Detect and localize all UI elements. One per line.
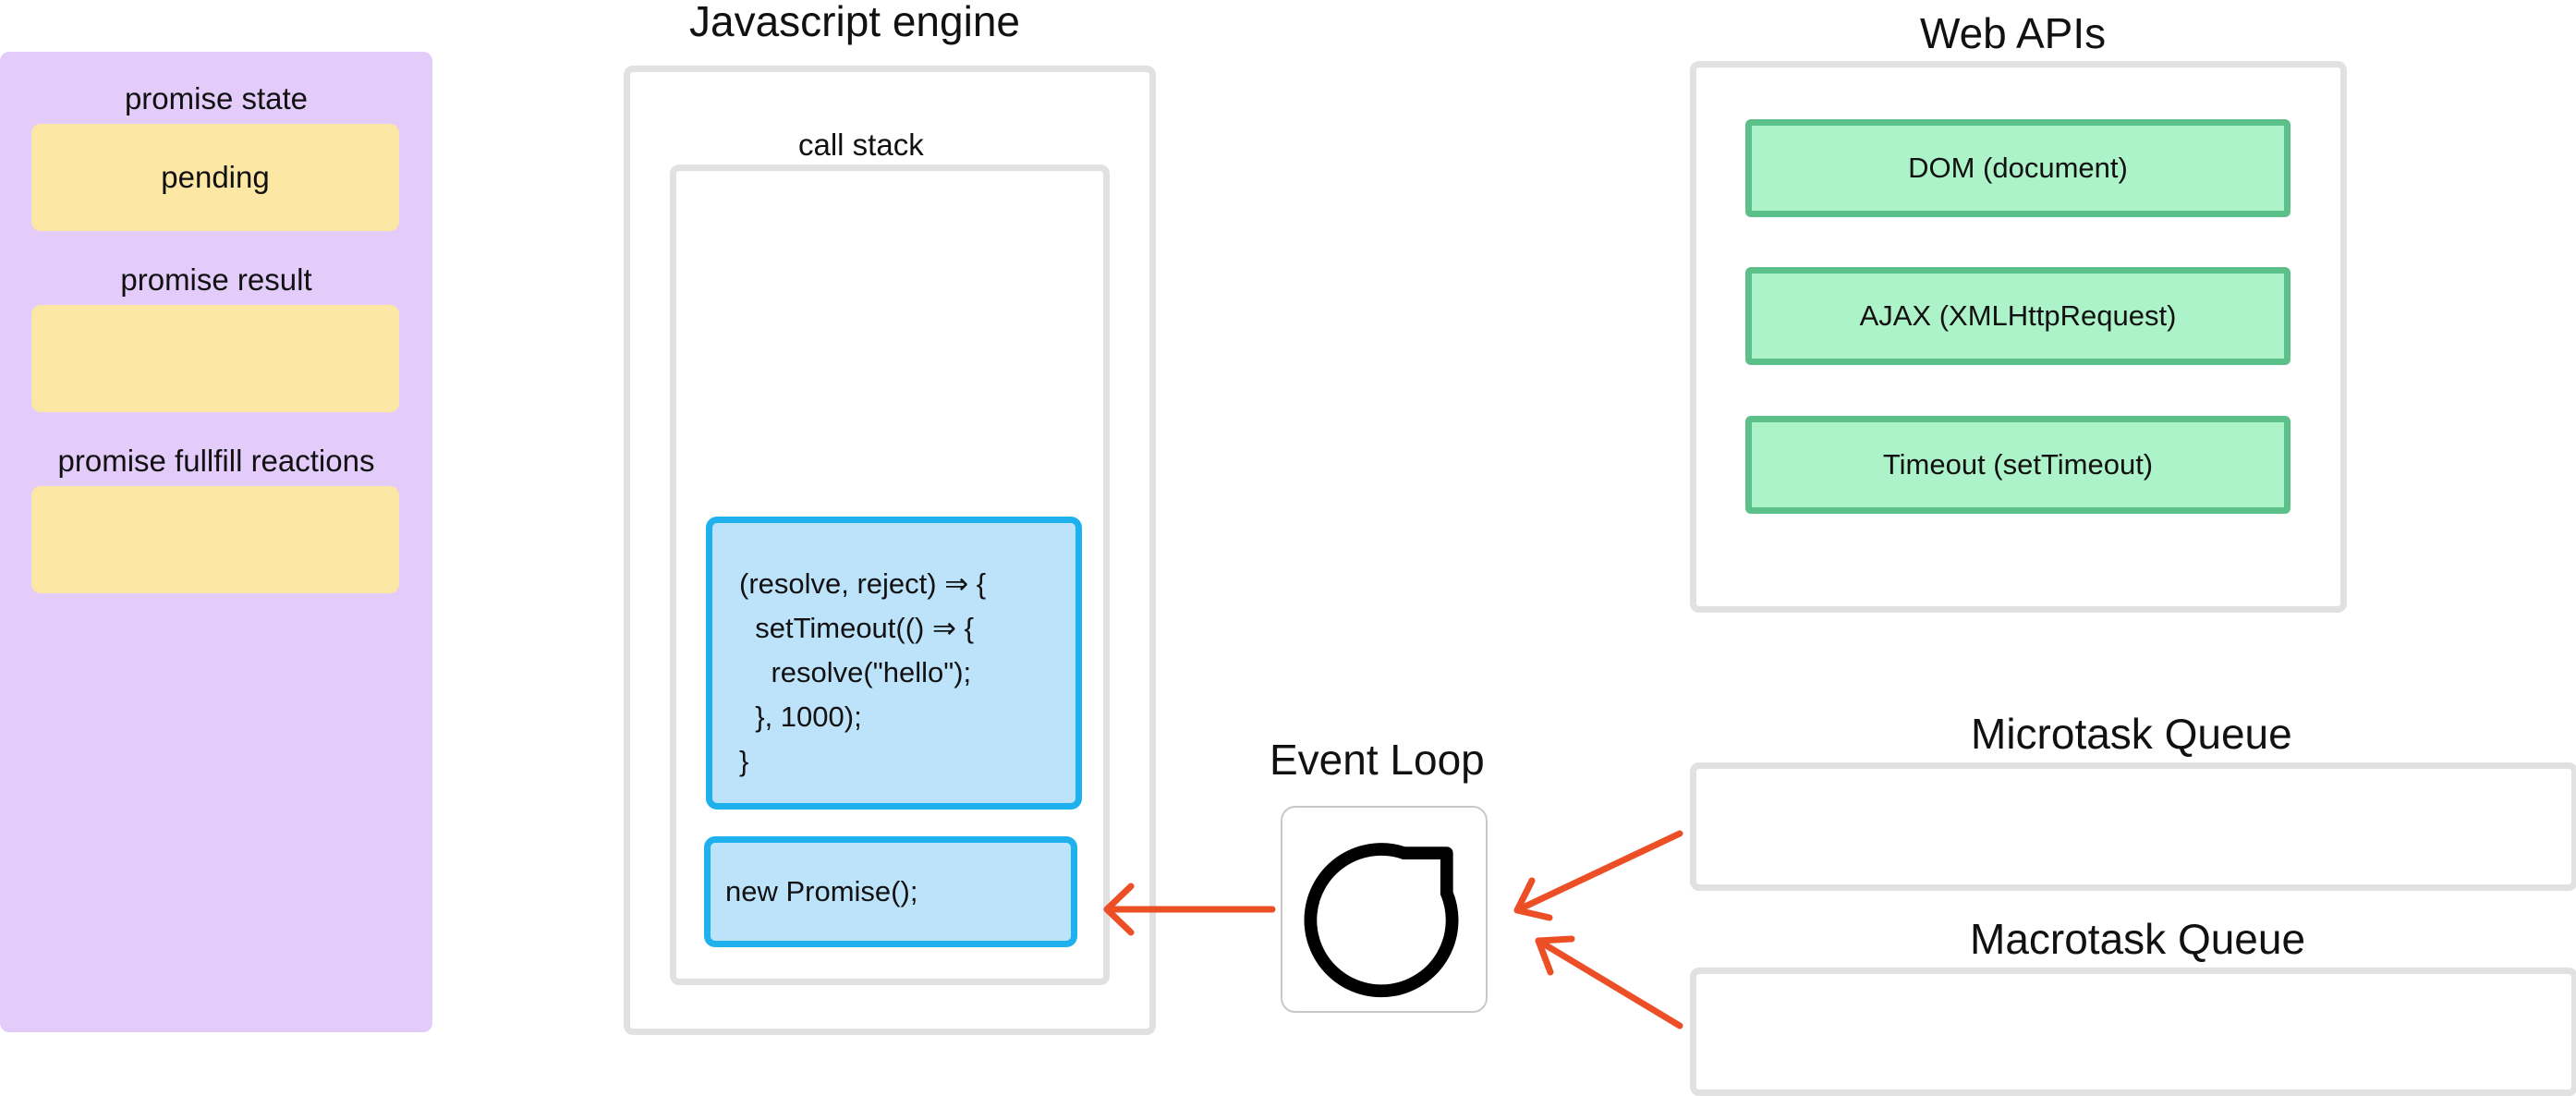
microtask-queue-title: Microtask Queue (1971, 710, 2292, 758)
web-api-label: AJAX (XMLHttpRequest) (1859, 299, 2177, 332)
promise-reactions-label: promise fullfill reactions (57, 444, 375, 478)
promise-result-label: promise result (120, 262, 312, 297)
refresh-icon (1304, 843, 1459, 998)
arrow-microtask-to-event-loop (1513, 830, 1683, 921)
promise-state-slot: pending (31, 124, 399, 231)
code-line: (resolve, reject) ⇒ { (739, 567, 987, 600)
web-api-ajax: AJAX (XMLHttpRequest) (1745, 267, 2290, 365)
code-line: }, 1000); (739, 700, 862, 733)
web-api-timeout: Timeout (setTimeout) (1745, 416, 2290, 514)
code-line: } (739, 745, 749, 777)
web-api-label: Timeout (setTimeout) (1882, 448, 2154, 481)
code-line: new Promise(); (725, 875, 918, 907)
call-stack-label: call stack (798, 128, 924, 162)
event-loop-box (1281, 806, 1488, 1013)
code-line: resolve("hello"); (739, 656, 972, 688)
macrotask-queue-title: Macrotask Queue (1970, 915, 2306, 963)
web-api-label: DOM (document) (1908, 152, 2128, 184)
event-loop-title: Event Loop (1270, 736, 1485, 784)
promise-state-value: pending (161, 160, 270, 194)
macrotask-queue-frame (1690, 968, 2576, 1096)
arrow-macrotask-to-event-loop (1535, 935, 1683, 1029)
code-line: setTimeout(() ⇒ { (739, 612, 974, 644)
promise-reactions-slot (31, 486, 399, 593)
promise-state-label: promise state (124, 81, 309, 116)
stack-frame-new-promise: new Promise(); (704, 836, 1077, 947)
web-api-dom: DOM (document) (1745, 119, 2290, 217)
promise-result-slot (31, 305, 399, 412)
stack-frame-executor: (resolve, reject) ⇒ { setTimeout(() ⇒ { … (706, 517, 1082, 810)
engine-title: Javascript engine (689, 0, 1020, 45)
microtask-queue-frame (1690, 762, 2576, 891)
web-apis-title: Web APIs (1920, 9, 2107, 57)
